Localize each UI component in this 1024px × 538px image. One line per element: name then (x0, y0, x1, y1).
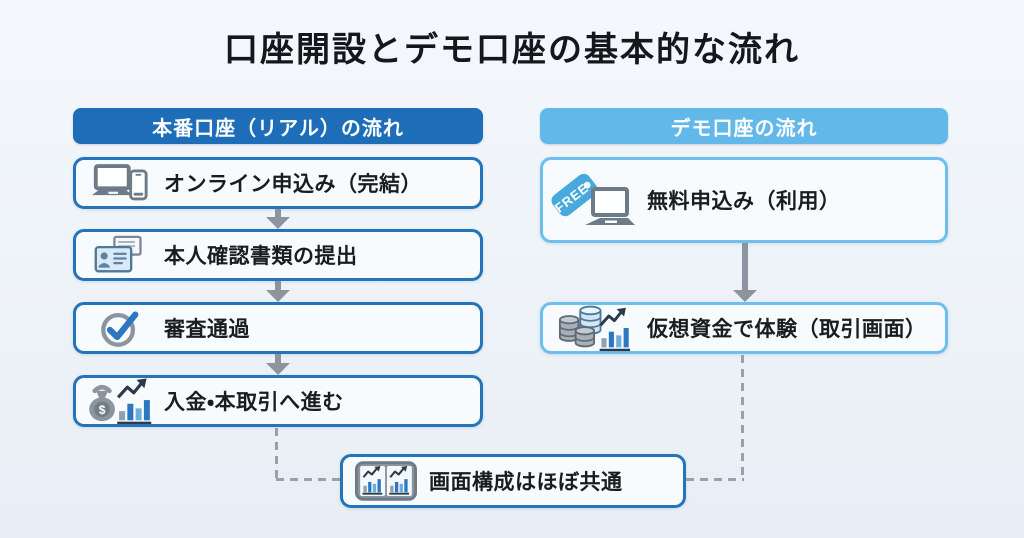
currency-symbol: $ (99, 403, 106, 417)
shared-note-label: 画面構成はほぼ共通 (429, 471, 623, 494)
money-bag-chart-icon: $ (76, 377, 164, 425)
step-virtual-funds-trial: 仮想資金で体験（取引画面） (540, 302, 948, 354)
laptop-phone-icon (76, 163, 164, 204)
down-arrow (266, 209, 290, 229)
down-arrow (733, 243, 757, 302)
step-screening-passed: 審査通過 (73, 302, 483, 354)
shared-screen-note: 画面構成はほぼ共通 (340, 454, 686, 508)
demo-flow-header: デモ口座の流れ (540, 108, 948, 144)
check-circle-icon (76, 307, 164, 349)
dashed-connector-left-vertical (275, 428, 278, 480)
real-flow-header: 本番口座（リアル）の流れ (73, 108, 483, 144)
id-card-icon (76, 235, 164, 276)
step-label: オンライン申込み（完結） (164, 173, 422, 196)
down-arrow (266, 354, 290, 375)
step-deposit-and-trade: $ 入金・本取引へ進む (73, 375, 483, 427)
step-label: 仮想資金で体験（取引画面） (647, 318, 927, 341)
dual-charts-icon (343, 461, 429, 501)
dashed-connector-left-horizontal (276, 478, 340, 481)
step-label: 入金・本取引へ進む (164, 391, 344, 414)
step-free-application: FREE 無料申込み（利用） (540, 157, 948, 243)
free-tag-laptop-icon: FREE (543, 168, 647, 232)
step-label: 無料申込み（利用） (647, 190, 841, 213)
step-label: 審査通過 (164, 318, 250, 341)
coins-chart-icon (543, 304, 647, 352)
dashed-connector-right-vertical (741, 355, 744, 480)
step-label: 本人確認書類の提出 (164, 245, 358, 268)
step-identity-documents: 本人確認書類の提出 (73, 229, 483, 281)
down-arrow (266, 281, 290, 302)
step-online-application: オンライン申込み（完結） (73, 157, 483, 209)
dashed-connector-right-horizontal (686, 478, 744, 481)
page-title: 口座開設とデモ口座の基本的な流れ (224, 31, 800, 69)
